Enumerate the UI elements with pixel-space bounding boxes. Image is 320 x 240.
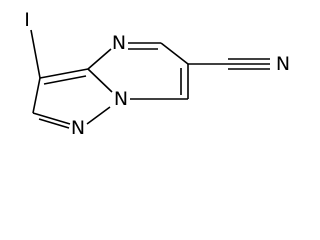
bond-c3-c2 (32, 77, 41, 114)
atom-label-n-pyrazole: N (71, 117, 85, 139)
atom-label-n-bridgehead: N (114, 88, 128, 110)
bond-c2-n1-inner (38, 118, 70, 129)
atom-labels: I N N N N (24, 9, 290, 139)
molecule-structure: I N N N N (24, 9, 290, 139)
bond-c3-c3a-inner (43, 75, 87, 85)
bond-c3-iodine (30, 29, 41, 79)
bond-c2-n1 (32, 112, 71, 125)
bond-c5-c6 (160, 42, 189, 65)
bond-c3a-n4 (87, 48, 112, 70)
atom-label-iodine: I (24, 9, 30, 31)
bonds (30, 29, 270, 129)
bond-n1-n7a (86, 106, 111, 125)
bond-c3a-n7a (87, 68, 113, 93)
atom-label-n-pyrimidine: N (112, 32, 126, 54)
bond-c3-c3a (39, 68, 89, 79)
atom-label-n-nitrile: N (276, 53, 290, 75)
